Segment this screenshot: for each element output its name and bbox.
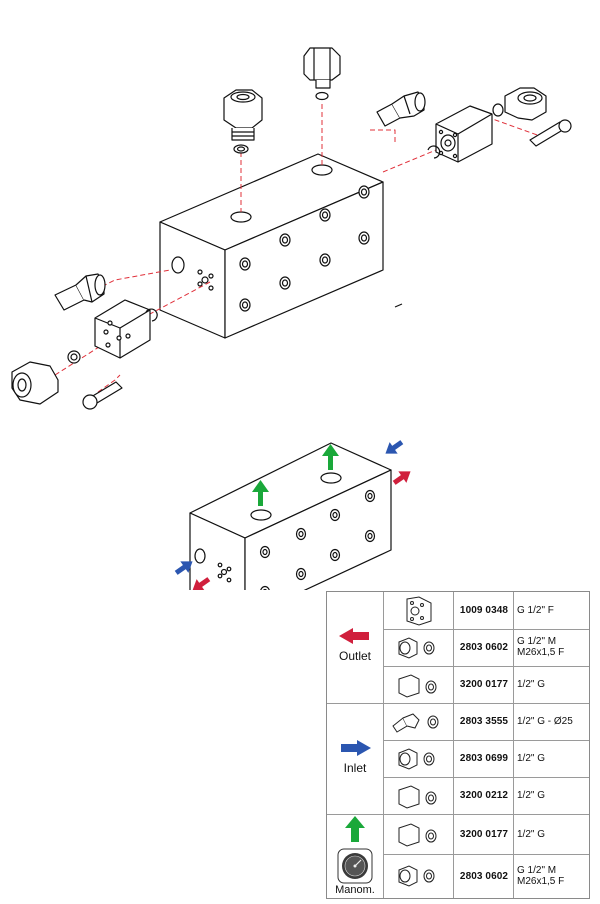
flange-left (94, 299, 158, 359)
part-desc: 1/2" G (517, 790, 546, 801)
part-desc: 1/2" G (517, 753, 546, 764)
flange-top (427, 87, 547, 163)
outlet-arrow-icon (339, 628, 369, 644)
inlet-arrow-left (174, 561, 193, 575)
part-desc: M26x1,5 F (517, 876, 565, 887)
part-desc: M26x1,5 F (517, 647, 565, 658)
explode-lines (54, 104, 541, 393)
part-desc: G 1/2" F (517, 605, 554, 616)
part-code: 2803 0699 (459, 753, 509, 764)
part-code: 2803 0602 (459, 642, 509, 653)
inlet-arrow-icon (341, 740, 371, 756)
plug-thumb-2 (398, 785, 437, 809)
part-code: 3200 0177 (459, 679, 509, 690)
part-desc: G 1/2" M (517, 636, 557, 647)
manometer-arrow-2 (322, 444, 339, 470)
flow-arrows (174, 440, 411, 590)
fitting-thumb-1 (398, 637, 435, 659)
plug-thumb-3 (398, 823, 437, 847)
part-code: 2803 0602 (459, 871, 509, 882)
plug-thumb-1 (398, 674, 437, 698)
part-desc: 1/2" G - Ø25 (517, 716, 573, 727)
manometer-arrow-icon (345, 816, 365, 842)
fitting-female-top (223, 89, 263, 154)
part-desc: G 1/2" M (517, 865, 557, 876)
outlet-arrow-left (192, 577, 211, 590)
bolt-top (529, 119, 572, 147)
plug-top (303, 47, 341, 101)
outlet-arrow-right (392, 471, 411, 485)
fitting-thumb-3 (398, 865, 435, 887)
manometer-arrow-1 (252, 480, 269, 506)
flange-fitting-thumb (406, 596, 432, 626)
gauge-icon (337, 848, 373, 884)
manometer-label: Manom. (335, 884, 375, 896)
part-desc: 1/2" G (517, 829, 546, 840)
hose-barb-left (54, 273, 106, 311)
manifold-block-top (159, 153, 403, 339)
part-code: 3200 0177 (459, 829, 509, 840)
part-desc: 1/2" G (517, 679, 546, 690)
part-code: 2803 3555 (459, 716, 509, 727)
part-code: 3200 0212 (459, 790, 509, 801)
fitting-female-left (11, 350, 81, 405)
outlet-label: Outlet (338, 649, 371, 663)
inlet-label: Inlet (343, 761, 367, 775)
hose-barb-top (376, 91, 426, 127)
exploded-manifold-illustration (11, 47, 572, 590)
hose-barb-thumb (392, 713, 439, 733)
fitting-thumb-2 (398, 748, 435, 770)
part-code: 1009 0348 (459, 605, 509, 616)
inlet-arrow-right (385, 440, 404, 454)
manifold-block-bottom (189, 442, 392, 590)
bolt-left (82, 381, 123, 410)
parts-table: Outlet Inlet Manom. (326, 591, 590, 899)
